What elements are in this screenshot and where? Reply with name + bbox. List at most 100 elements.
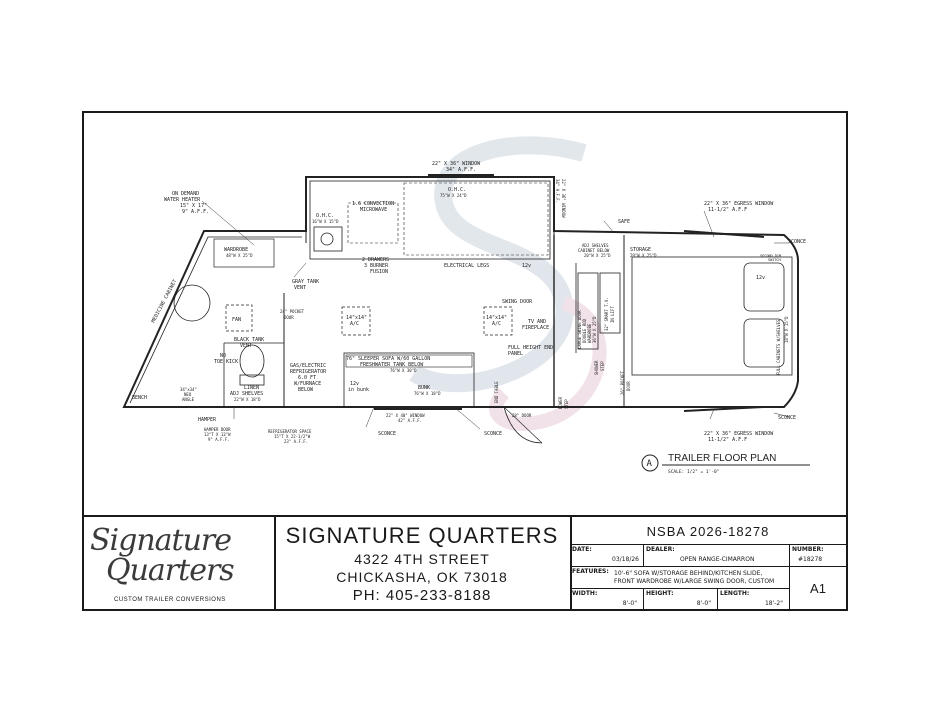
sheet-id-cell: A1: [790, 567, 846, 611]
date-value: 03/18/26: [612, 556, 639, 563]
dealer-value: OPEN RANGE-CIMARRON: [680, 556, 755, 563]
features-cell: FEATURES: 10'-6" SOFA W/STORAGE BEHIND/K…: [570, 567, 790, 589]
label-smart-tv-lift: IN LIFT: [610, 306, 615, 323]
company-phone: PH: 405-233-8188: [352, 587, 492, 604]
label-dim-switch: SECOND DIM: [760, 254, 781, 258]
title-block: Signature Quarters CUSTOM TRAILER CONVER…: [84, 515, 846, 611]
label-pocket-door-26: 26" POCKET: [620, 370, 625, 395]
label-window-top: 22" X 36" WINDOW: [432, 161, 481, 167]
floor-plan-marker: A: [647, 459, 653, 469]
label-lower-step: LOWER: [558, 396, 563, 409]
label-tv: TV AND: [528, 319, 546, 325]
label-ohc-top-size: 75"W X 24"D: [440, 193, 467, 198]
label-hamper-door-size: 13"T X 13"W: [204, 432, 231, 437]
label-gray-tank: GRAY TANK: [292, 279, 319, 285]
label-full-cabinets-size: 18"W X 15"D: [784, 316, 789, 343]
label-hamper-door-aff: 9" A.F.F.: [208, 437, 230, 442]
number-cell: NUMBER: #18278: [790, 545, 846, 567]
sheet-id: A1: [810, 581, 826, 596]
height-cell: HEIGHT: 8'-0": [644, 589, 718, 611]
label-linen-size: 22"W X 18"D: [234, 397, 261, 402]
label-egress-top: 22" X 36" EGRESS WINDOW: [704, 201, 774, 207]
label-shower-size: 34"x34": [180, 387, 197, 392]
label-water-heater-3: 15" X 17": [180, 203, 207, 209]
label-fridge-space: REFRIGERATOR SPACE: [268, 429, 312, 434]
label-fridge-5: BELOW: [298, 387, 314, 393]
features-line2: FRONT WARDROBE W/LARGE SWING DOOR, CUSTO…: [614, 578, 775, 585]
date-cell: DATE: 03/18/26: [570, 545, 644, 567]
label-in-bunk: in bunk: [348, 387, 369, 393]
label-double-rod-wardrobe: WARDROBE: [587, 323, 592, 343]
label-fridge-space-size: 15"T X 22-1/2"W: [274, 434, 311, 439]
label-black-tank-vent: VENT: [240, 343, 252, 349]
label-hamper-door: HAMPER DOOR: [204, 427, 231, 432]
label-egress-top-aff: 11-1/2" A.F.F: [708, 207, 747, 213]
number-value: #18278: [798, 556, 823, 563]
leader-lines: [201, 200, 790, 430]
label-bottom-window-aff: 42" A.F.F.: [398, 418, 422, 423]
label-adj-shelves-size: 20"W X 25"D: [584, 253, 611, 258]
label-fridge-2: REFRIGERATOR: [290, 369, 327, 375]
label-double-rod-door: LARGE SWING DOOR: [577, 310, 582, 349]
number-label: NUMBER:: [792, 546, 824, 553]
label-ac1: 14"x14": [346, 315, 367, 321]
length-label: LENGTH:: [720, 590, 750, 597]
label-lower-step-2: STEP: [564, 399, 569, 409]
company-info: SIGNATURE QUARTERS 4322 4TH STREET CHICK…: [274, 517, 572, 611]
label-ac2: 14"x14": [486, 315, 507, 321]
label-drawers-1: 2 DRAWERS: [362, 257, 389, 263]
label-fireplace: FIREPLACE: [522, 325, 549, 331]
label-double-rod: DOUBLE ROD: [582, 318, 587, 343]
label-freshwater-tank: FRESHWATER TANK BELOW: [360, 362, 424, 368]
label-window-top-aff: 34" A.F.F.: [446, 167, 476, 173]
logo-tagline: CUSTOM TRAILER CONVERSIONS: [114, 597, 226, 603]
label-ohc-left-size: 16"W X 15"D: [312, 219, 339, 224]
label-window-side: 22" X 36" WINDOW: [561, 179, 566, 218]
length-value: 18'-2": [764, 600, 783, 607]
label-microwave-2: MICROWAVE: [360, 207, 387, 213]
label-adj-shelves: ADJ SHELVES: [582, 243, 609, 248]
company-name: SIGNATURE QUARTERS: [285, 523, 559, 548]
label-shower-neo: NEO: [184, 392, 192, 397]
label-water-heater-1: ON DEMAND: [172, 191, 199, 197]
features-line1: 10'-6" SOFA W/STORAGE BEHIND/KITCHEN SLI…: [614, 570, 763, 577]
label-fridge-space-aff: 23" A.F.F.: [284, 439, 308, 444]
width-value: 8'-0": [622, 600, 637, 607]
label-end-table: END TABLE: [494, 381, 499, 403]
label-fridge-4: W/FURNACE: [294, 381, 321, 387]
label-sconce-right-bottom: SCONCE: [778, 415, 796, 421]
company-city: CHICKASHA, OK 73018: [336, 569, 508, 585]
label-no-toe-kick: NO: [220, 353, 226, 359]
dealer-cell: DEALER: OPEN RANGE-CIMARRON: [644, 545, 790, 567]
label-fridge-1: GAS/ELECTRIC: [290, 363, 326, 369]
label-dim-switch-2: SWITCH: [768, 258, 781, 262]
project-number: NSBA 2026-18278: [646, 524, 770, 539]
label-12v-bunk: 12v: [350, 381, 359, 387]
features-label: FEATURES:: [572, 568, 609, 575]
label-toe-kick: TOE KICK: [214, 359, 238, 365]
trailer-walls: [122, 174, 800, 444]
label-shower-step-2: STEP: [600, 361, 605, 371]
label-smart-tv: 32" SMART T.V.: [604, 297, 609, 331]
height-value: 8'-0": [696, 600, 711, 607]
label-ac1-2: A/C: [350, 321, 359, 327]
logo-quarters-text: Quarters: [106, 553, 235, 588]
floor-plan-drawing: ON DEMAND WATER HEATER 15" X 17" 9" A.F.…: [122, 136, 810, 475]
label-egress-bottom-aff: 11-1/2" A.F.F: [708, 437, 747, 443]
length-cell: LENGTH: 18'-2": [718, 589, 790, 611]
logo-signature-text: Signature: [90, 523, 232, 558]
label-linen-shelves: ADJ SHELVES: [230, 391, 263, 397]
label-storage: STORAGE: [630, 247, 651, 253]
project-info: NSBA 2026-18278 DATE: 03/18/26 DEALER: O…: [570, 517, 846, 611]
plan-labels: ON DEMAND WATER HEATER 15" X 17" 9" A.F.…: [132, 161, 806, 444]
label-ohc-top: O.H.C.: [448, 187, 466, 193]
label-egress-bottom: 22" X 36" EGRESS WINDOW: [704, 431, 774, 437]
label-ohc-left: O.H.C.: [316, 213, 334, 219]
drawing-sheet: ON DEMAND WATER HEATER 15" X 17" 9" A.F.…: [82, 111, 848, 611]
label-bunk: BUNK: [418, 385, 430, 391]
label-pocket-door: 24" POCKET: [280, 309, 305, 314]
company-logo: Signature Quarters CUSTOM TRAILER CONVER…: [84, 517, 276, 611]
label-swing-door: SWING DOOR: [502, 299, 533, 305]
label-hamper: HAMPER: [198, 417, 217, 423]
label-electrical-legs: ELECTRICAL LEGS: [444, 263, 489, 269]
